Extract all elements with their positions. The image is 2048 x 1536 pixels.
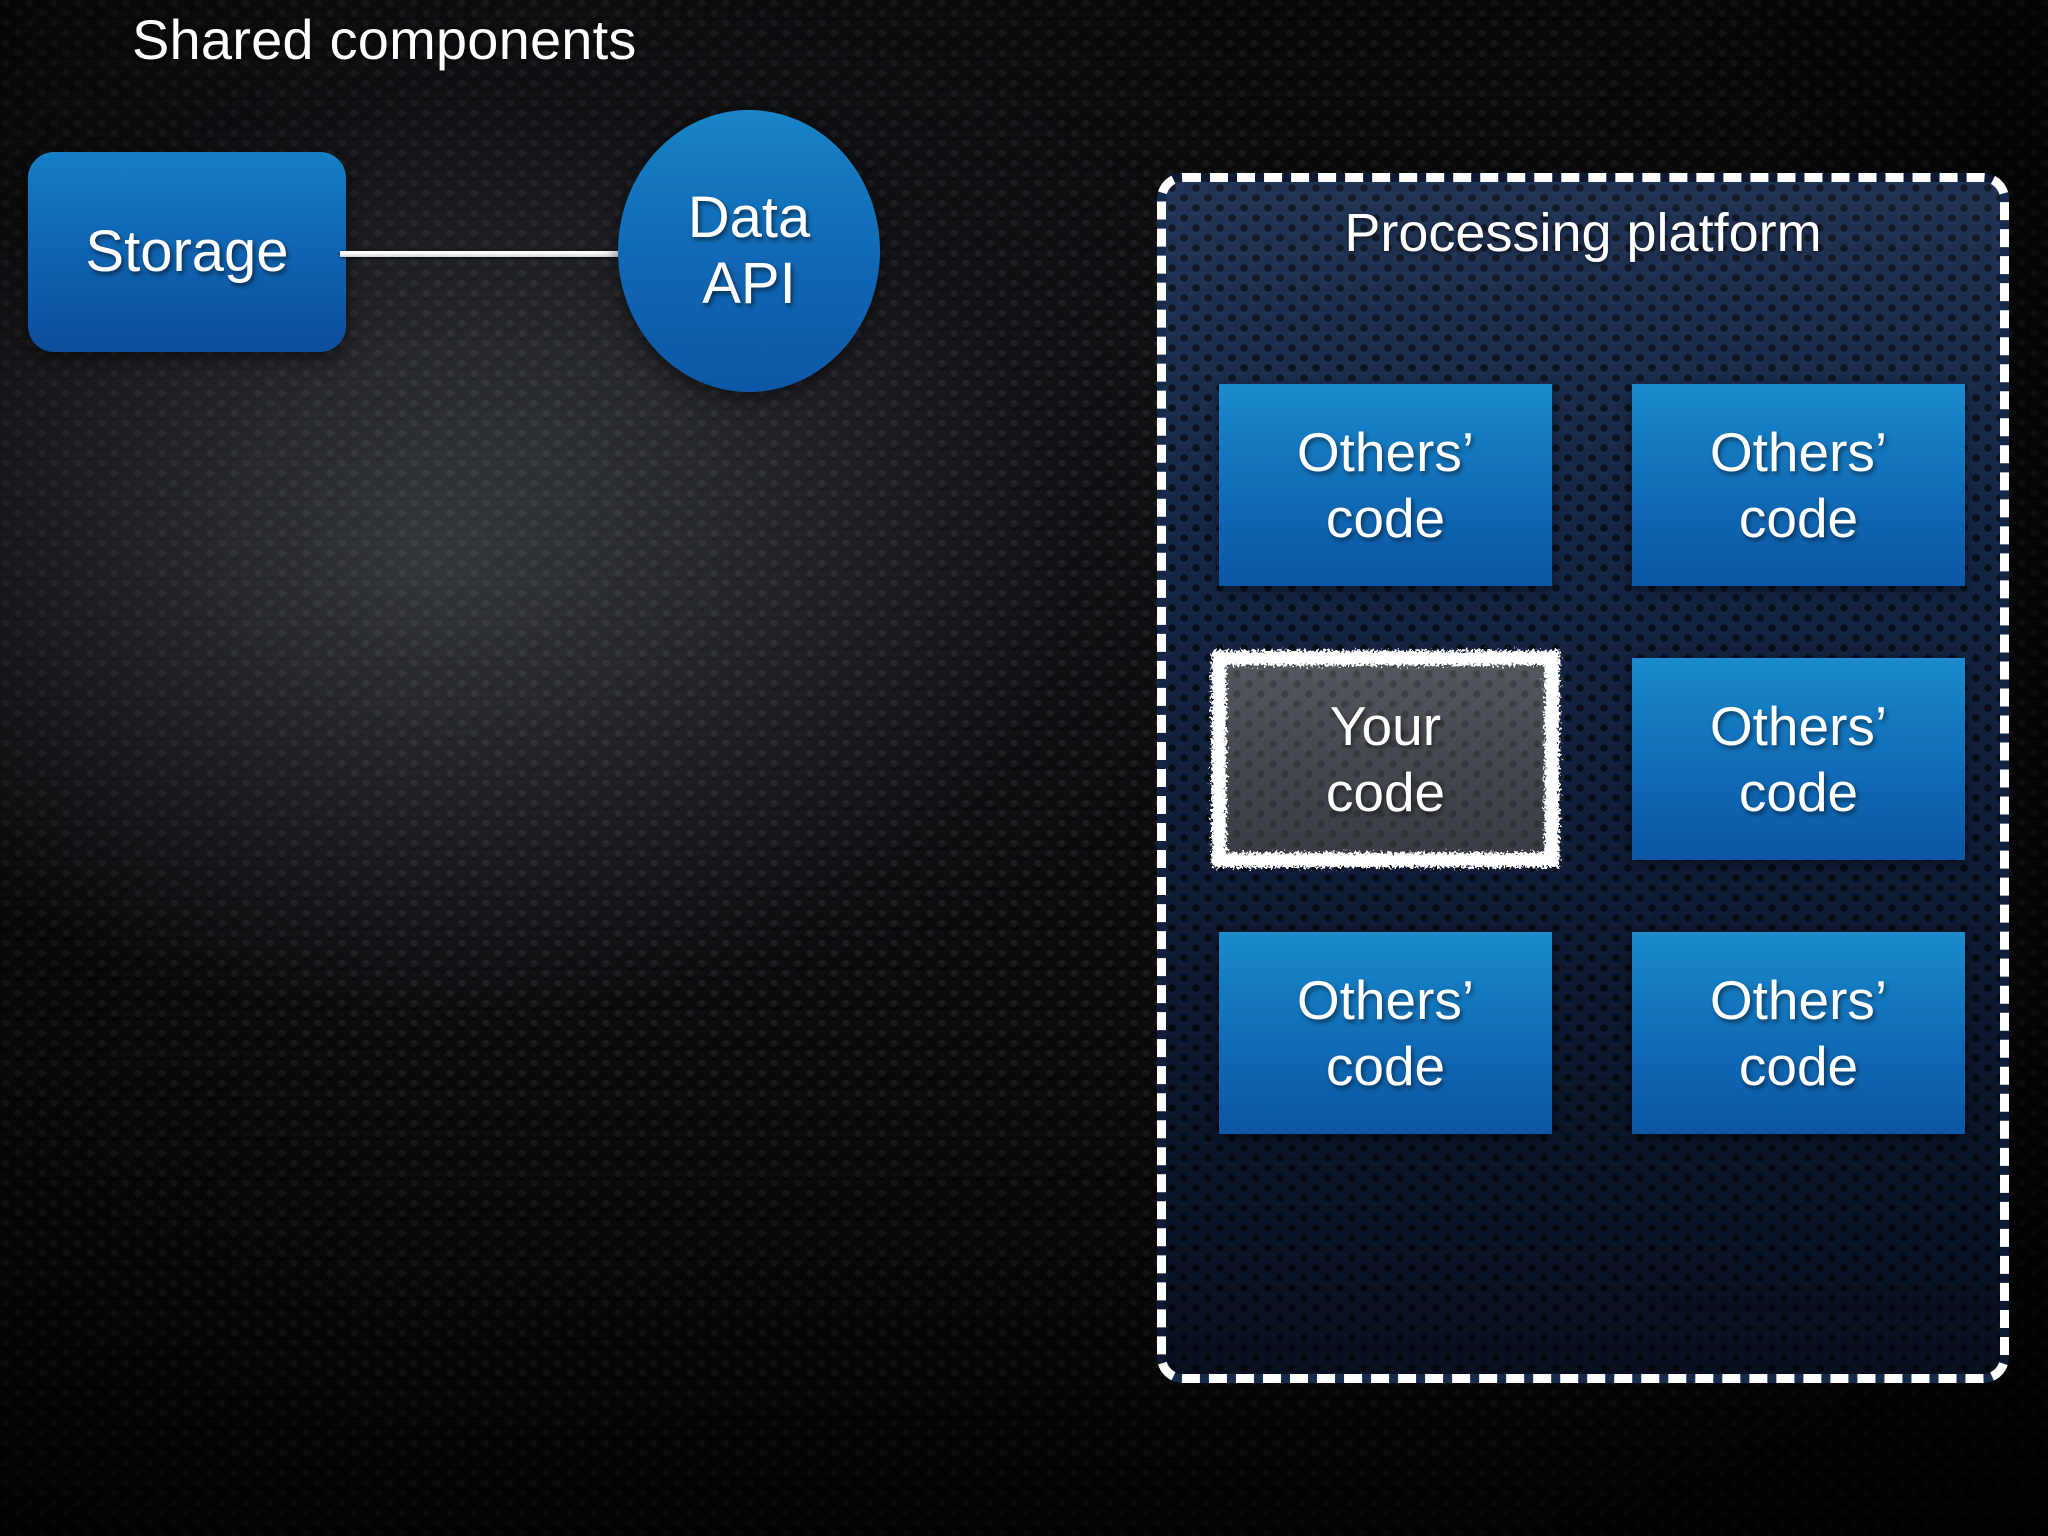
- storage-node-label: Storage: [85, 219, 289, 284]
- processing-platform-title: Processing platform: [1344, 203, 1822, 263]
- code-box-others-1[interactable]: Others’ code: [1219, 384, 1552, 586]
- code-box-label-line1: Others’: [1296, 421, 1475, 483]
- code-box-label-line2: code: [1325, 761, 1446, 823]
- code-box-label: Others’ code: [1710, 967, 1887, 1099]
- code-box-label-line2: code: [1325, 487, 1446, 549]
- code-box-your-code[interactable]: Your code: [1211, 650, 1560, 868]
- code-box-others-4[interactable]: Others’ code: [1219, 932, 1552, 1134]
- code-box-label: Others’ code: [1710, 419, 1887, 551]
- data-api-label-line2: API: [702, 251, 796, 316]
- code-box-label-line2: code: [1738, 761, 1859, 823]
- code-box-others-5[interactable]: Others’ code: [1632, 932, 1965, 1134]
- code-box-label: Your code: [1326, 693, 1445, 825]
- code-box-label-line1: Others’: [1709, 421, 1888, 483]
- code-box-label: Others’ code: [1297, 419, 1474, 551]
- data-api-label-line1: Data: [687, 184, 811, 250]
- code-box-label-line2: code: [1738, 487, 1859, 549]
- storage-node[interactable]: Storage: [28, 152, 346, 352]
- code-box-label-line1: Others’: [1709, 969, 1888, 1031]
- code-box-others-3[interactable]: Others’ code: [1632, 658, 1965, 860]
- storage-to-api-connector: [340, 251, 630, 257]
- data-api-node-label: Data API: [688, 185, 811, 317]
- page-title: Shared components: [132, 8, 637, 71]
- code-box-label: Others’ code: [1710, 693, 1887, 825]
- code-box-others-2[interactable]: Others’ code: [1632, 384, 1965, 586]
- code-box-label-line1: Your: [1329, 695, 1442, 757]
- code-box-grid: Others’ code Others’ code: [1211, 384, 1965, 1134]
- processing-platform-container: Processing platform Others’ code Others’…: [1157, 173, 2009, 1383]
- data-api-node[interactable]: Data API: [618, 110, 880, 392]
- code-box-label-line1: Others’: [1709, 695, 1888, 757]
- code-box-label-line1: Others’: [1296, 969, 1475, 1031]
- code-box-label-line2: code: [1325, 1035, 1446, 1097]
- code-box-label-line2: code: [1738, 1035, 1859, 1097]
- code-box-label: Others’ code: [1297, 967, 1474, 1099]
